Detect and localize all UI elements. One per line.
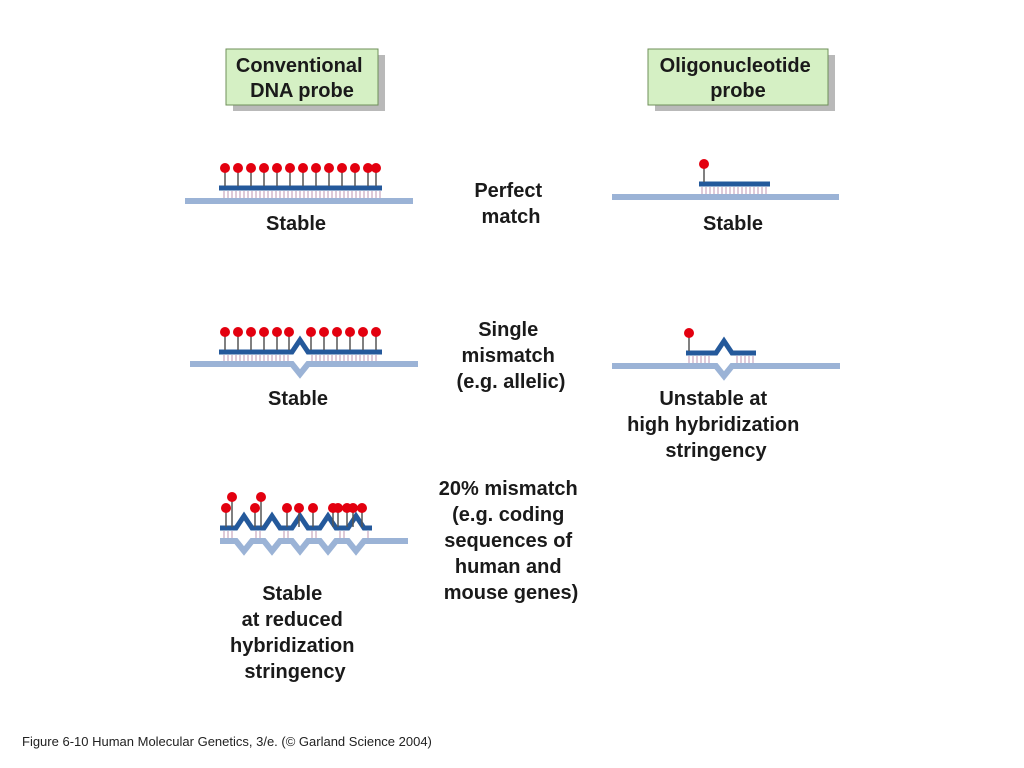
- result-line: hybridization: [230, 635, 354, 657]
- oligo-perfect-match-duplex: [612, 159, 839, 200]
- probe-strand: [220, 511, 372, 531]
- probe-labels: [221, 492, 367, 527]
- label-bulb-icon: [246, 163, 256, 173]
- condition-single-mismatch: Single mismatch (e.g. allelic): [457, 319, 566, 393]
- label-bulb-icon: [345, 327, 355, 337]
- result-line: stringency: [244, 661, 346, 683]
- conventional-perfect-match-duplex: [185, 163, 413, 204]
- condition-line: (e.g. allelic): [457, 371, 566, 393]
- svg-text:Oligonucleotide probe: Oligonucleotide probe: [660, 55, 817, 102]
- condition-line: mouse genes): [444, 582, 578, 604]
- oligonucleotide-probe-header: Oligonucleotide probe: [647, 48, 835, 111]
- condition-20pct-mismatch: 20% mismatch (e.g. coding sequences of h…: [439, 478, 584, 604]
- label-bulb-icon: [319, 327, 329, 337]
- label-bulb-icon: [256, 492, 266, 502]
- label-bulb-icon: [333, 503, 343, 513]
- label-bulb-icon: [357, 503, 367, 513]
- label-bulb-icon: [358, 327, 368, 337]
- header-line: Oligonucleotide: [660, 55, 811, 77]
- label-bulb-icon: [348, 503, 358, 513]
- label-bulb-icon: [272, 327, 282, 337]
- hydrogen-bonds: [223, 355, 377, 361]
- condition-line: mismatch: [462, 345, 555, 367]
- result-line: Stable: [266, 213, 326, 235]
- result-conventional-perfect: Stable: [266, 213, 326, 235]
- target-strand: [220, 538, 408, 556]
- label-bulb-icon: [233, 327, 243, 337]
- probe-labels: [220, 327, 381, 350]
- label-bulb-icon: [684, 328, 694, 338]
- header-line: DNA probe: [250, 80, 354, 102]
- conventional-20pct-mismatch-duplex: [220, 492, 408, 556]
- probe-strand: [219, 335, 382, 355]
- label-bulb-icon: [285, 163, 295, 173]
- target-strand: [190, 361, 418, 379]
- condition-line: 20% mismatch: [439, 478, 578, 500]
- label-bulb-icon: [311, 163, 321, 173]
- condition-line: match: [482, 206, 541, 228]
- hydrogen-bonds: [223, 531, 369, 538]
- result-oligo-single: Unstable at high hybridization stringenc…: [627, 388, 805, 462]
- probe-labels: [684, 328, 694, 351]
- condition-line: Perfect: [474, 180, 542, 202]
- result-line: Stable: [268, 388, 328, 410]
- label-bulb-icon: [337, 163, 347, 173]
- result-line: Unstable at: [659, 388, 767, 410]
- label-bulb-icon: [363, 163, 373, 173]
- svg-text:Conventional DNA probe: Conventional DNA probe: [236, 55, 368, 102]
- condition-line: sequences of: [444, 530, 572, 552]
- condition-line: Single: [478, 319, 538, 341]
- label-bulb-icon: [282, 503, 292, 513]
- figure-caption: Figure 6-10 Human Molecular Genetics, 3/…: [22, 734, 432, 749]
- probe-labels: [699, 159, 709, 182]
- label-bulb-icon: [220, 163, 230, 173]
- result-line: Stable: [703, 213, 763, 235]
- label-bulb-icon: [220, 327, 230, 337]
- conventional-probe-header: Conventional DNA probe: [225, 48, 385, 111]
- hydrogen-bonds: [223, 191, 381, 198]
- label-bulb-icon: [259, 163, 269, 173]
- label-bulb-icon: [699, 159, 709, 169]
- result-line: Stable: [262, 583, 322, 605]
- result-line: high hybridization: [627, 414, 799, 436]
- conventional-single-mismatch-duplex: [190, 327, 418, 379]
- result-line: at reduced: [242, 609, 343, 631]
- label-bulb-icon: [324, 163, 334, 173]
- result-oligo-perfect: Stable: [703, 213, 763, 235]
- label-bulb-icon: [227, 492, 237, 502]
- label-bulb-icon: [259, 327, 269, 337]
- probe-strand: [686, 336, 756, 356]
- label-bulb-icon: [284, 327, 294, 337]
- result-conventional-20pct: Stable at reduced hybridization stringen…: [230, 583, 360, 683]
- label-bulb-icon: [350, 163, 360, 173]
- oligo-single-mismatch-duplex: [612, 328, 840, 381]
- hydrogen-bonds: [688, 356, 754, 363]
- probe-labels: [220, 163, 381, 186]
- label-bulb-icon: [294, 503, 304, 513]
- header-line: Conventional: [236, 55, 363, 77]
- label-bulb-icon: [233, 163, 243, 173]
- label-bulb-icon: [308, 503, 318, 513]
- hydrogen-bonds: [701, 187, 767, 194]
- label-bulb-icon: [221, 503, 231, 513]
- result-line: stringency: [665, 440, 767, 462]
- label-bulb-icon: [371, 163, 381, 173]
- condition-line: human and: [455, 556, 562, 578]
- label-bulb-icon: [306, 327, 316, 337]
- label-bulb-icon: [332, 327, 342, 337]
- condition-line: (e.g. coding: [452, 504, 564, 526]
- result-conventional-single: Stable: [268, 388, 328, 410]
- target-strand: [612, 363, 840, 381]
- label-bulb-icon: [250, 503, 260, 513]
- label-bulb-icon: [272, 163, 282, 173]
- label-bulb-icon: [298, 163, 308, 173]
- condition-perfect-match: Perfect match: [474, 180, 547, 228]
- label-bulb-icon: [246, 327, 256, 337]
- header-line: probe: [710, 80, 766, 102]
- label-bulb-icon: [371, 327, 381, 337]
